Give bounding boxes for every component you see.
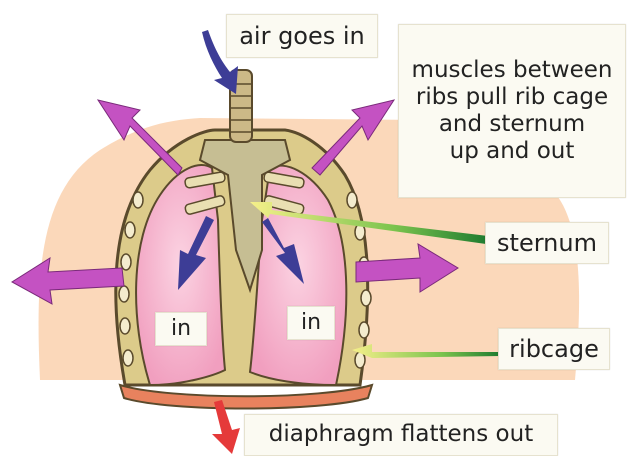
right-lung-in-label: in xyxy=(287,306,335,340)
left-lung-in-label: in xyxy=(155,312,207,346)
ribcage-label: ribcage xyxy=(498,328,610,370)
muscles-line-3: and sternum xyxy=(412,111,613,138)
muscles-explanation-label: muscles between ribs pull rib cage and s… xyxy=(398,24,626,198)
air-goes-in-label: air goes in xyxy=(226,14,378,58)
muscles-line-2: ribs pull rib cage xyxy=(412,84,613,111)
muscles-line-1: muscles between xyxy=(412,57,613,84)
muscles-line-4: up and out xyxy=(412,138,613,165)
sternum-label: sternum xyxy=(485,222,609,264)
diaphragm xyxy=(120,385,372,409)
diaphragm-flattens-label: diaphragm flattens out xyxy=(244,414,558,456)
